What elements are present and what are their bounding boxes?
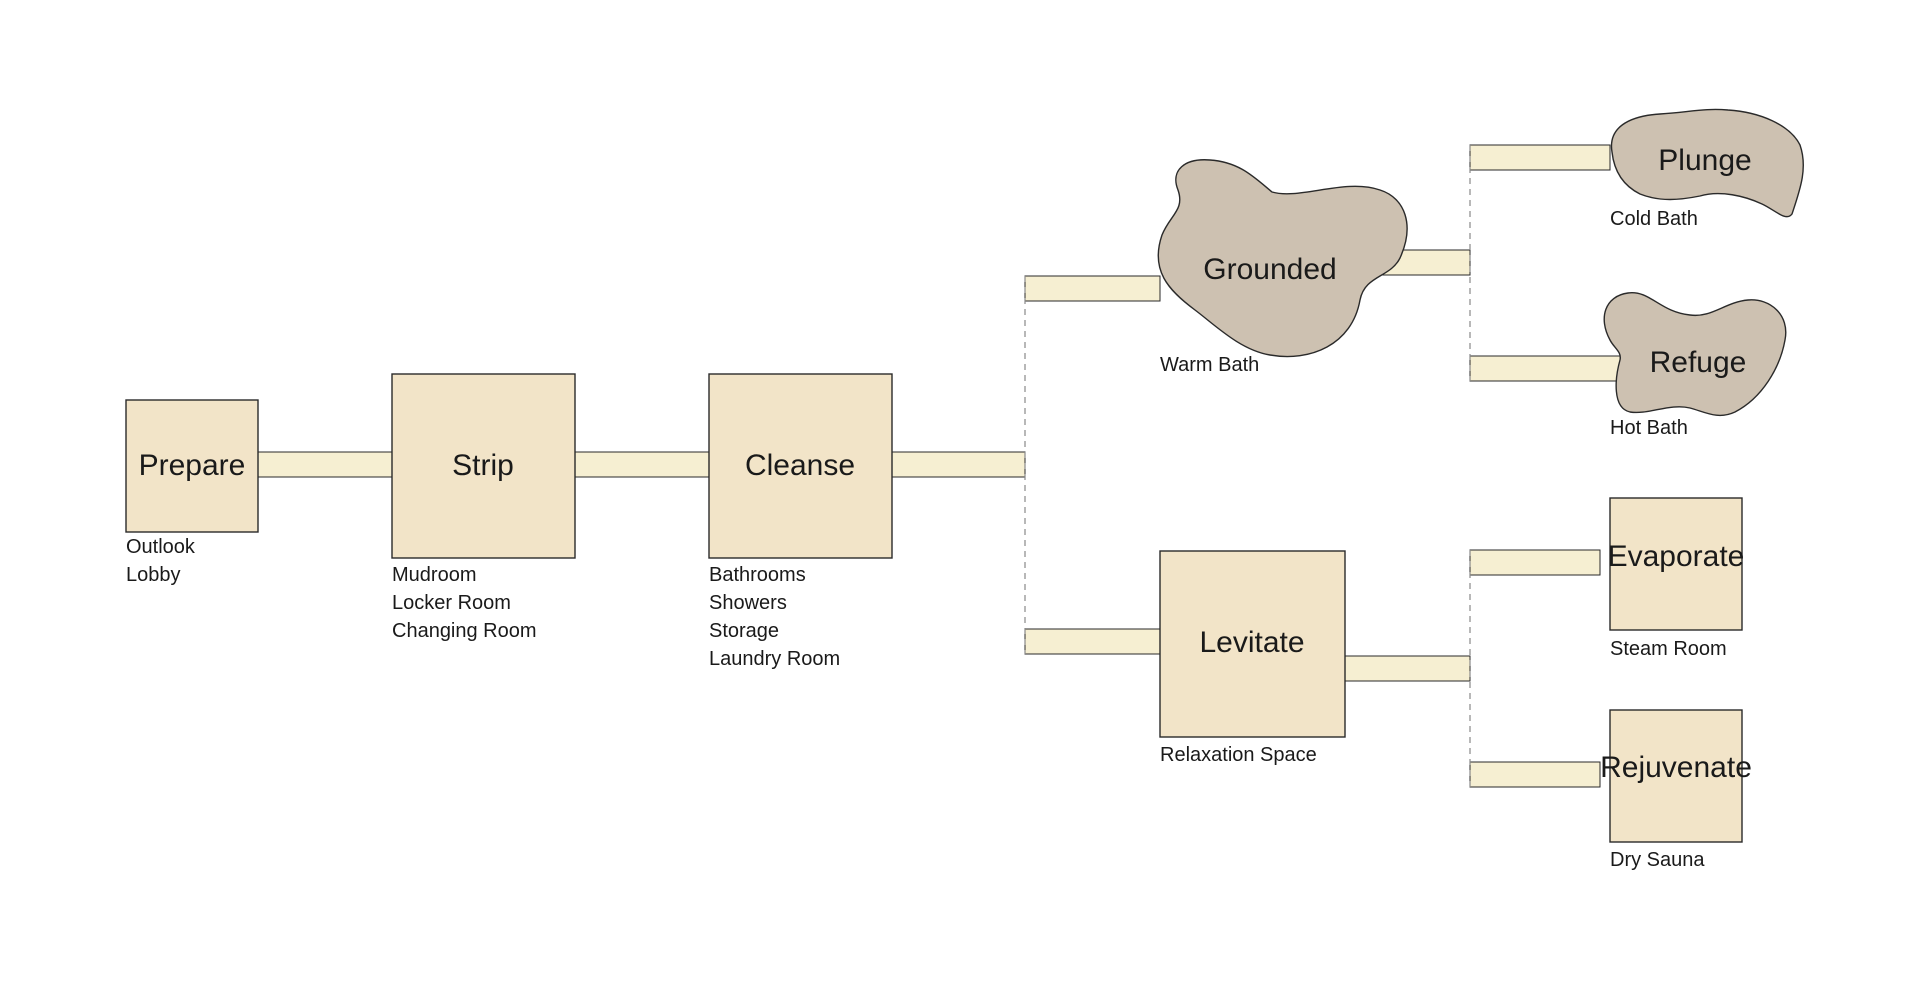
node-evaporate-title: Evaporate — [1608, 540, 1745, 573]
node-prepare-box — [125, 399, 259, 533]
node-refuge-sub: Hot Bath — [1610, 417, 1688, 439]
node-levitate-title: Levitate — [1199, 626, 1304, 659]
node-plunge-sub: Cold Bath — [1610, 208, 1698, 230]
connector-branch-levitate — [1024, 628, 1161, 655]
branch-lines — [1024, 145, 1471, 787]
node-evaporate-box — [1609, 497, 1743, 631]
node-evaporate: Evaporate Steam Room — [1608, 497, 1745, 660]
connector-branch-rejuvenate — [1469, 761, 1601, 788]
connectors — [257, 144, 1621, 788]
connector-branch-refuge — [1469, 355, 1621, 382]
node-cleanse-box — [708, 373, 893, 559]
node-refuge: Refuge Hot Bath — [1603, 292, 1787, 439]
node-plunge-title: Plunge — [1658, 144, 1751, 177]
node-grounded-title: Grounded — [1203, 253, 1336, 286]
node-strip-box — [391, 373, 576, 559]
node-plunge-blob — [1610, 108, 1804, 218]
connector-cleanse-branch — [891, 451, 1026, 478]
connector-branch-grounded — [1024, 275, 1161, 302]
node-levitate-box — [1159, 550, 1346, 738]
node-strip-title: Strip — [452, 449, 514, 482]
node-evaporate-sub: Steam Room — [1610, 638, 1727, 660]
node-rejuvenate-title: Rejuvenate — [1600, 751, 1752, 784]
node-cleanse-title: Cleanse — [745, 449, 855, 482]
node-rejuvenate: Rejuvenate Dry Sauna — [1600, 709, 1752, 871]
connector-levitate-branch — [1338, 655, 1471, 682]
node-grounded-sub: Warm Bath — [1160, 354, 1259, 376]
node-prepare-title: Prepare — [139, 449, 246, 482]
node-levitate: Levitate Relaxation Space — [1159, 550, 1346, 766]
node-grounded-blob — [1157, 159, 1408, 358]
node-levitate-sub: Relaxation Space — [1160, 744, 1317, 766]
node-refuge-title: Refuge — [1650, 346, 1747, 379]
connector-branch-plunge — [1469, 144, 1611, 171]
node-plunge: Plunge Cold Bath — [1610, 108, 1804, 230]
node-refuge-blob — [1603, 292, 1787, 417]
connector-strip-cleanse — [574, 451, 710, 478]
connector-prepare-strip — [257, 451, 393, 478]
connector-branch-evaporate — [1469, 549, 1601, 576]
node-rejuvenate-sub: Dry Sauna — [1610, 849, 1705, 871]
node-rejuvenate-box — [1609, 709, 1743, 843]
node-grounded: Grounded Warm Bath — [1157, 159, 1408, 376]
